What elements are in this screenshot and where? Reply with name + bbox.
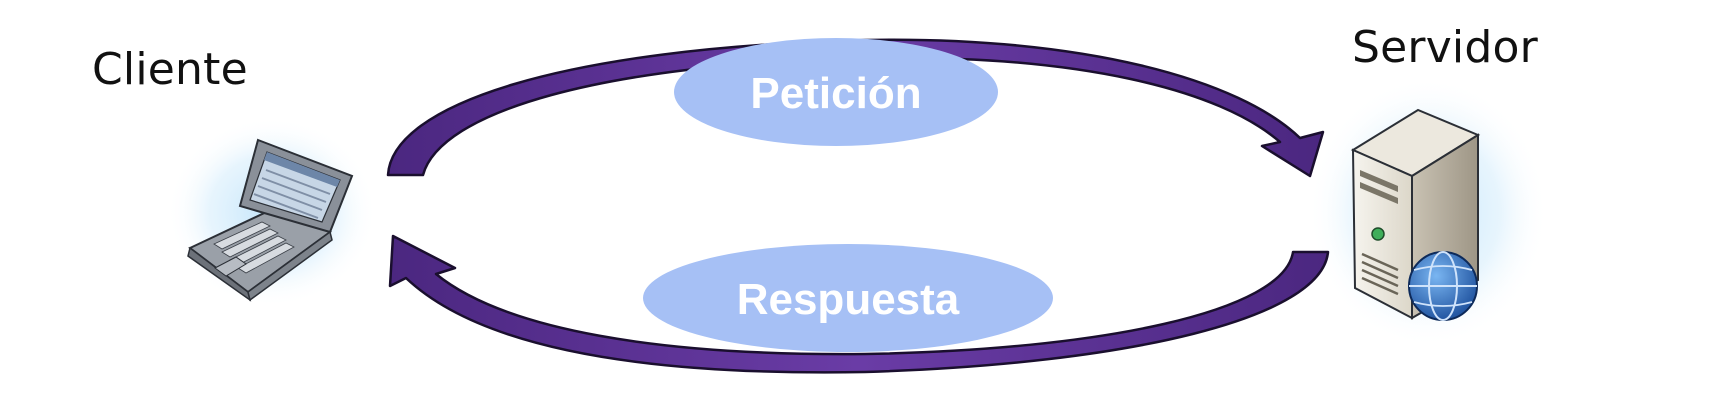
laptop-icon bbox=[187, 138, 354, 302]
client-label: Cliente bbox=[92, 44, 248, 95]
request-arrow bbox=[386, 38, 1325, 178]
globe-icon bbox=[1408, 251, 1478, 321]
request-label: Petición bbox=[750, 69, 921, 118]
server-label: Servidor bbox=[1352, 22, 1538, 73]
response-label: Respuesta bbox=[737, 275, 960, 324]
server-icon bbox=[1350, 108, 1481, 321]
request-bubble: Petición bbox=[674, 38, 998, 146]
response-bubble: Respuesta bbox=[643, 244, 1053, 352]
response-arrow bbox=[388, 234, 1330, 374]
